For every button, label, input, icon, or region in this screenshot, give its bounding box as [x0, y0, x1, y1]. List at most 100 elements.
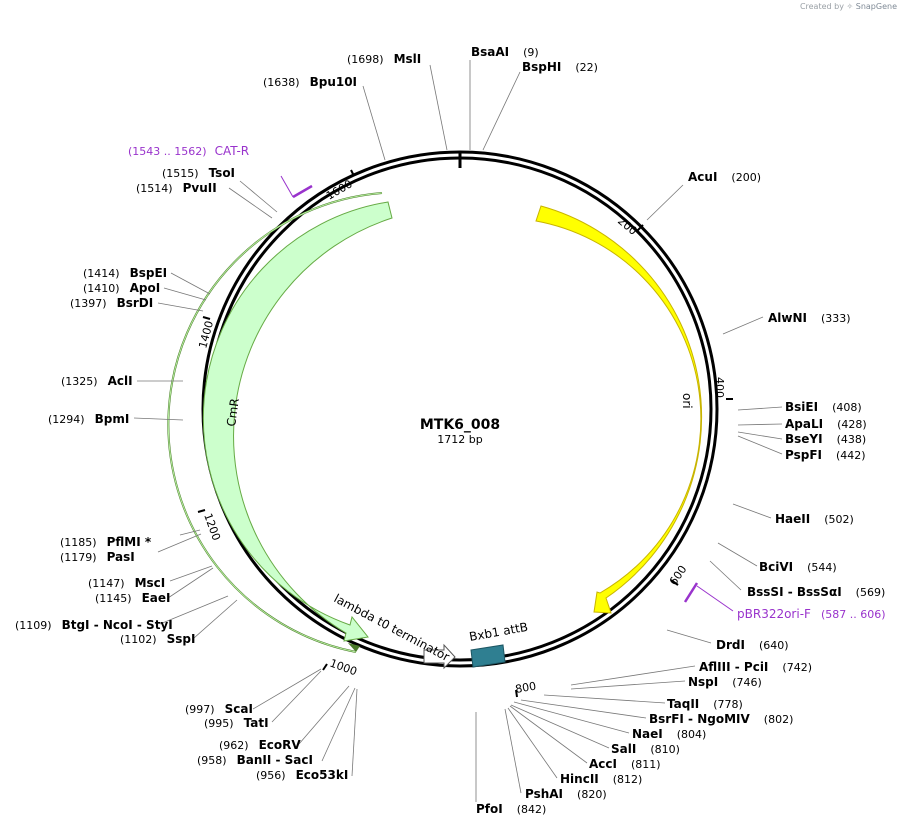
- site-name-afliii: AflIII - PciI: [699, 660, 768, 674]
- svg-text:(1638)Bpu10I: (1638)Bpu10I: [263, 75, 357, 89]
- site-name-pfoi: PfoI: [476, 802, 503, 816]
- site-name-bsaai: BsaAI: [471, 45, 509, 59]
- site-name-bsrdi: BsrDI: [117, 296, 154, 310]
- svg-text:(956)Eco53kI: (956)Eco53kI: [256, 768, 348, 782]
- site-pos-bsiei: (408): [832, 401, 862, 414]
- tick-label-600: 600: [667, 563, 690, 588]
- svg-text:(1147)MscI: (1147) MscI: [88, 576, 165, 590]
- ori-feature-arrow[interactable]: [535, 205, 703, 614]
- site-name-bpu10i: Bpu10I: [310, 75, 357, 89]
- svg-text:(1325)AclI: (1325)AclI: [61, 374, 133, 388]
- site-pos-banii: (958): [197, 754, 227, 767]
- site-pos-taqii: (778): [713, 698, 743, 711]
- site-name-pspfi: PspFI: [785, 448, 822, 462]
- svg-text:BsrFI - NgoMIV(802): BsrFI - NgoMIV(802): [649, 712, 793, 726]
- site-pos-eaei: (1145): [95, 592, 132, 605]
- attb-feature-box[interactable]: [470, 644, 506, 668]
- site-pos-hincii: (812): [613, 773, 643, 786]
- svg-text:SalI(810): SalI(810): [611, 742, 680, 756]
- svg-text:(1294)BpmI: (1294)BpmI: [48, 412, 129, 426]
- site-name-acui: AcuI: [688, 170, 717, 184]
- svg-text:AlwNI(333): AlwNI(333): [768, 311, 851, 325]
- pbr322ori-f-primer-text: pBR322ori-F(587 .. 606): [737, 607, 886, 621]
- site-pos-ecorv: (962): [219, 739, 249, 752]
- svg-text:(1109)BtgI - NcoI - StyI: (1109)BtgI - NcoI - StyI: [15, 618, 173, 632]
- site-pos-tsoi: (1515): [162, 167, 199, 180]
- site-name-banii: BanII - SacI: [237, 753, 313, 767]
- site-pos-msci: (1147): [88, 577, 125, 590]
- site-name-sspi: SspI: [167, 632, 196, 646]
- svg-text:(1515)TsoI: (1515)TsoI: [162, 166, 235, 180]
- site-name-hincii: HincII: [560, 772, 599, 786]
- credit-prefix: Created by: [799, 2, 844, 11]
- cat-r-primer-label: CAT-R: [215, 144, 250, 158]
- scale-ticks: [197, 169, 733, 698]
- svg-text:(1514)PvuII: (1514)PvuII: [136, 181, 217, 195]
- svg-text:AccI(811): AccI(811): [589, 757, 661, 771]
- svg-text:NspI(746): NspI(746): [688, 675, 762, 689]
- site-name-apali: ApaLI: [785, 417, 823, 431]
- site-pos-pspfi: (442): [836, 449, 866, 462]
- site-pos-btgi: (1109): [15, 619, 52, 632]
- svg-text:BsaAI(9): BsaAI(9): [471, 45, 539, 59]
- site-name-sali: SalI: [611, 742, 636, 756]
- terminator-arrow[interactable]: [423, 643, 456, 670]
- site-name-bsphi: BspHI: [522, 60, 561, 74]
- svg-text:(1397)BsrDI: (1397) BsrDI: [70, 296, 153, 310]
- svg-text:(1179)PasI: (1179)PasI: [60, 550, 135, 564]
- site-name-pflmi: PflMI *: [107, 535, 152, 549]
- cmr-feature-arrow[interactable]: [202, 201, 393, 642]
- site-pos-bsrdi: (1397): [70, 297, 107, 310]
- site-pos-haeii: (502): [824, 513, 854, 526]
- svg-text:(997)ScaI: (997)ScaI: [185, 702, 253, 716]
- svg-text:BciVI(544): BciVI(544): [759, 560, 837, 574]
- svg-text:PspFI(442): PspFI (442): [785, 448, 866, 462]
- svg-text:(958)BanII - SacI: (958) BanII - SacI: [197, 753, 313, 767]
- site-labels: (1698)MslI BsaAI(9) BspHI(22) (1638)Bpu1…: [15, 45, 885, 816]
- site-name-alwni: AlwNI: [768, 311, 807, 325]
- svg-text:AflIII - PciI(742): AflIII - PciI(742): [699, 660, 812, 674]
- site-pos-pasi: (1179): [60, 551, 97, 564]
- tick-label-200: 200: [615, 214, 639, 237]
- site-pos-scai: (997): [185, 703, 215, 716]
- site-name-bspei: BspEI: [130, 266, 168, 280]
- site-pos-bcivi: (544): [807, 561, 837, 574]
- site-pos-bsssi: (569): [856, 586, 886, 599]
- site-name-eaei: EaeI: [142, 591, 171, 605]
- site-pos-sspi: (1102): [120, 633, 157, 646]
- site-name-apoi: ApoI: [130, 281, 161, 295]
- tick-label-400: 400: [713, 377, 726, 398]
- site-name-bseyi: BseYI: [785, 432, 823, 446]
- site-pos-acli: (1325): [61, 375, 98, 388]
- site-name-msci: MscI: [135, 576, 166, 590]
- credit-brand: SnapGene: [855, 2, 897, 11]
- site-pos-naei: (804): [677, 728, 707, 741]
- svg-text:DrdI(640): DrdI (640): [716, 638, 789, 652]
- cat-r-primer-text: (1543 .. 1562)CAT-R: [128, 144, 249, 158]
- site-pos-bpmi: (1294): [48, 413, 85, 426]
- svg-text:AcuI(200): AcuI (200): [688, 170, 761, 184]
- cmr-feature-label: CmR: [224, 397, 242, 427]
- site-pos-drdi: (640): [759, 639, 789, 652]
- svg-text:(1102)SspI: (1102) SspI: [120, 632, 195, 646]
- site-pos-bseyi: (438): [837, 433, 867, 446]
- site-name-bsiei: BsiEI: [785, 400, 818, 414]
- svg-text:(1410)ApoI: (1410)ApoI: [83, 281, 160, 295]
- cat-r-primer-leader: [280, 175, 294, 198]
- site-name-pshai: PshAI: [525, 787, 563, 801]
- svg-text:HincII(812): HincII (812): [560, 772, 642, 786]
- site-name-drdi: DrdI: [716, 638, 745, 652]
- site-name-acci: AccI: [589, 757, 617, 771]
- pbr322ori-f-primer-range: (587 .. 606): [821, 608, 886, 621]
- pbr322ori-f-primer-mark[interactable]: [683, 582, 699, 603]
- cat-r-primer-mark[interactable]: [292, 184, 313, 199]
- site-name-nspi: NspI: [688, 675, 718, 689]
- svg-text:(1414)BspEI: (1414)BspEI: [83, 266, 167, 280]
- svg-text:BseYI(438): BseYI (438): [785, 432, 866, 446]
- snapgene-logo-icon: ✧: [846, 2, 854, 11]
- site-pos-mslI: (1698): [347, 53, 384, 66]
- svg-text:(1698)MslI: (1698)MslI: [347, 52, 421, 66]
- site-pos-acui: (200): [731, 171, 761, 184]
- site-name-pvuii: PvuII: [183, 181, 217, 195]
- site-pos-apali: (428): [837, 418, 867, 431]
